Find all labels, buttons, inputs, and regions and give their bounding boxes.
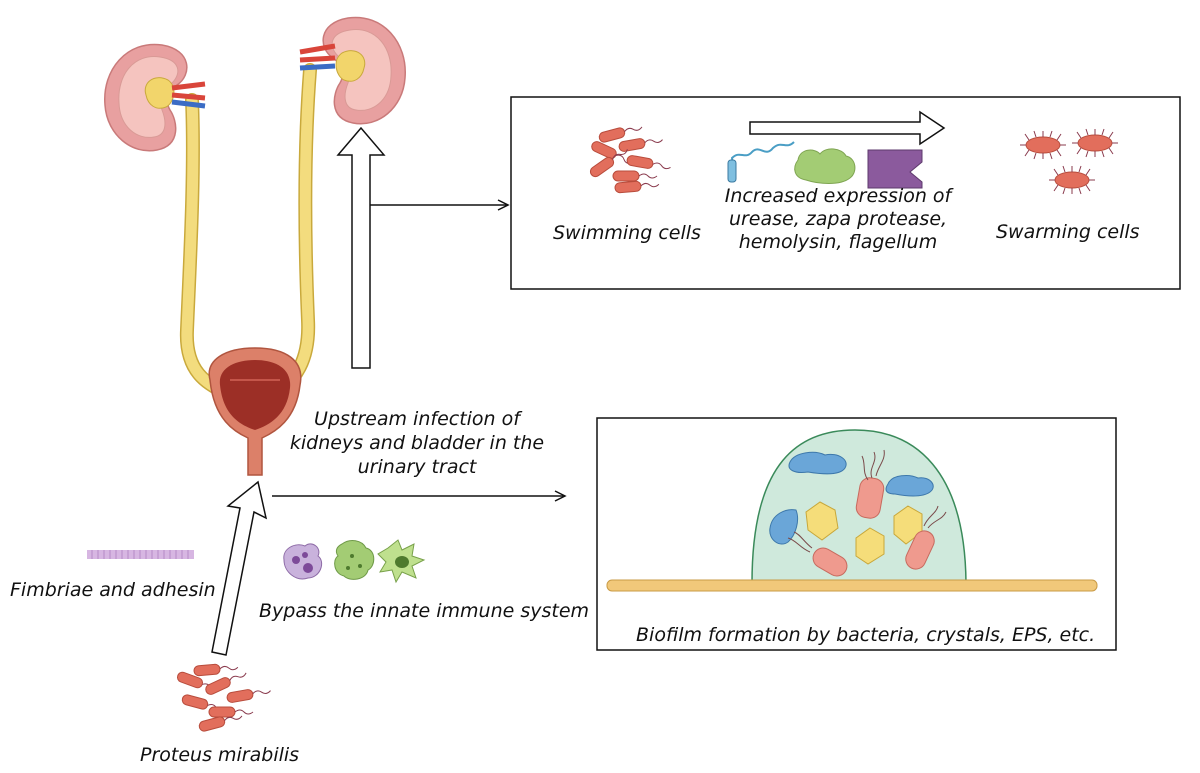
crystal-icon — [805, 501, 923, 565]
upstream-label-line1: Upstream infection of — [314, 408, 520, 430]
entry-arrow — [211, 480, 268, 656]
expression-label-line2: urease, zapa protease, — [728, 208, 948, 230]
swarming-cells-label: Swarming cells — [996, 221, 1140, 243]
proteus-label: Proteus mirabilis — [140, 744, 300, 766]
bladder-icon — [208, 347, 302, 476]
expression-label-line3: hemolysin, flagellum — [738, 231, 938, 253]
biofilm-box — [596, 417, 1117, 651]
swimming-cells-label: Swimming cells — [553, 222, 701, 244]
kidney-right-icon — [322, 16, 406, 125]
expression-label-line1: Increased expression of — [724, 185, 952, 207]
bypass-label: Bypass the innate immune system — [259, 600, 590, 622]
protease-icon — [867, 149, 923, 189]
fimbriae-label: Fimbriae and adhesin — [10, 579, 216, 601]
swimming-cells-icon — [587, 121, 672, 194]
upstream-label-line2: kidneys and bladder in the — [289, 432, 545, 454]
expression-arrow — [749, 110, 946, 146]
upstream-label-line3: urinary tract — [357, 456, 477, 478]
proteus-mirabilis-icon — [175, 661, 272, 733]
upstream-arrow — [336, 126, 386, 369]
flagellum-icon — [730, 141, 795, 179]
surface-icon — [606, 579, 1098, 592]
swarming-cells-icon — [1019, 128, 1119, 195]
biofilm-label: Biofilm formation by bacteria, crystals,… — [636, 624, 1096, 646]
immune-cell-icon — [283, 539, 426, 584]
swarming-box — [510, 96, 1181, 290]
eps-icon — [769, 451, 934, 545]
hemolysin-icon — [794, 148, 856, 184]
biofilm-bacteria-icon — [787, 449, 947, 577]
